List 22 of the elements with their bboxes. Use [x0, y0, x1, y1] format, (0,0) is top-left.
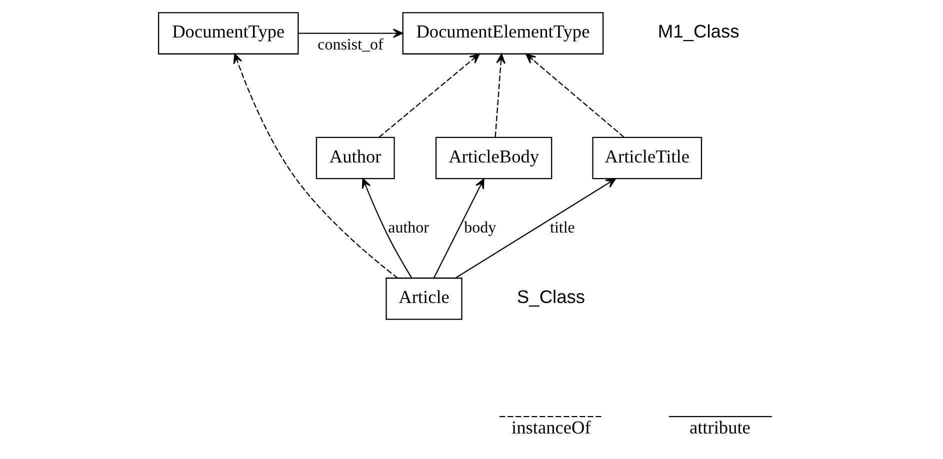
legend-label: instanceOf: [512, 418, 591, 438]
arrow: [494, 53, 506, 138]
label: M1_Class: [658, 20, 740, 42]
arrow: [362, 178, 412, 278]
arrow: [233, 53, 398, 279]
node-box: ArticleTitle: [592, 136, 702, 180]
arrow: [298, 28, 404, 38]
arrow: [455, 178, 616, 279]
edge-label: body: [464, 220, 496, 237]
arrow: [433, 178, 484, 278]
edge-label: title: [550, 220, 575, 237]
label: S_Class: [516, 286, 586, 308]
node-box: Article: [386, 278, 462, 320]
node-box: DocumentType: [158, 12, 299, 54]
arrow: [378, 53, 480, 138]
edge-label: consist_of: [318, 36, 384, 54]
edge-label: author: [388, 220, 430, 237]
node-box: Author: [316, 136, 395, 180]
legend-label: attribute: [689, 418, 750, 438]
node-box: DocumentElementType: [402, 12, 604, 54]
node-box: ArticleBody: [435, 136, 552, 180]
arrow: [526, 53, 624, 138]
